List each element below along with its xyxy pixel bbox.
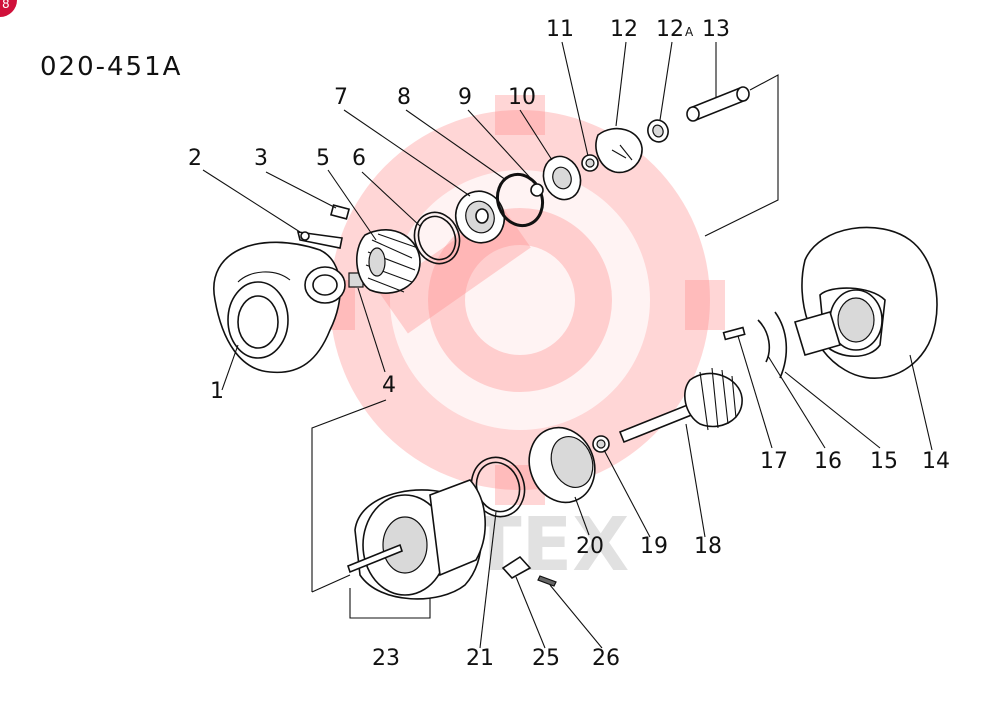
part-labels: 1 2 3 4 5 6 7 8 9 10 11 12 12 A 13 14 15… (188, 17, 950, 671)
label-part-12a: 12 (656, 17, 684, 42)
label-part-26: 26 (592, 646, 620, 671)
label-part-16: 16 (814, 449, 842, 474)
svg-text:8: 8 (2, 0, 10, 11)
part-9-collar (530, 183, 544, 197)
label-part-3: 3 (254, 146, 268, 171)
watermark-logo (315, 95, 725, 505)
part-1-compressor-housing (213, 241, 346, 374)
label-part-17: 17 (760, 449, 788, 474)
part-16-lock-plate (757, 319, 771, 363)
part-12a-ring (647, 119, 669, 143)
part-17-bolt (722, 326, 746, 341)
part-14-turbine-housing (793, 226, 938, 379)
leader-lines (202, 41, 933, 649)
assembly-bracket-top (704, 74, 779, 237)
label-part-1: 1 (210, 379, 224, 404)
corner-badge: 8 (0, 0, 17, 17)
label-part-25: 25 (532, 646, 560, 671)
part-5-compressor-wheel (355, 229, 421, 294)
part-15-clamp (774, 311, 788, 379)
label-part-2: 2 (188, 146, 202, 171)
label-part-21: 21 (466, 646, 494, 671)
label-part-10: 10 (508, 85, 536, 110)
label-part-23: 23 (372, 646, 400, 671)
label-part-9: 9 (458, 85, 472, 110)
part-13-spacer-shaft (686, 86, 750, 122)
part-10-thrust-ring (542, 155, 582, 201)
part-12-thrust-bearing (595, 127, 643, 174)
part-23-center-housing (347, 479, 486, 600)
part-25-plate (501, 555, 532, 580)
label-part-12a-suffix: A (685, 25, 694, 39)
part-3-bolt (329, 204, 351, 220)
label-part-15: 15 (870, 449, 898, 474)
assembly-bracket-left-tip (311, 574, 351, 593)
label-part-6: 6 (352, 146, 366, 171)
part-20-heat-shield (528, 426, 596, 504)
label-part-7: 7 (334, 85, 348, 110)
label-part-20: 20 (576, 534, 604, 559)
label-part-4: 4 (382, 373, 396, 398)
part-26-screw (537, 575, 557, 587)
part-11-sleeve (581, 154, 599, 172)
label-part-18: 18 (694, 534, 722, 559)
part-6-snap-ring (413, 211, 461, 265)
label-part-12: 12 (610, 17, 638, 42)
part-2-lock-plate (296, 231, 343, 249)
part-19-piston-ring (592, 435, 610, 453)
part-7-insert (454, 190, 506, 244)
label-part-5: 5 (316, 146, 330, 171)
part-18-turbine-wheel-shaft (618, 367, 743, 444)
label-part-13: 13 (702, 17, 730, 42)
label-part-19: 19 (640, 534, 668, 559)
diagram-code: 020-451A (40, 52, 182, 82)
label-part-11: 11 (546, 17, 574, 42)
assembly-bracket-left (311, 399, 387, 592)
label-part-8: 8 (397, 85, 411, 110)
part-23-bracket (349, 588, 431, 619)
label-part-14: 14 (922, 449, 950, 474)
